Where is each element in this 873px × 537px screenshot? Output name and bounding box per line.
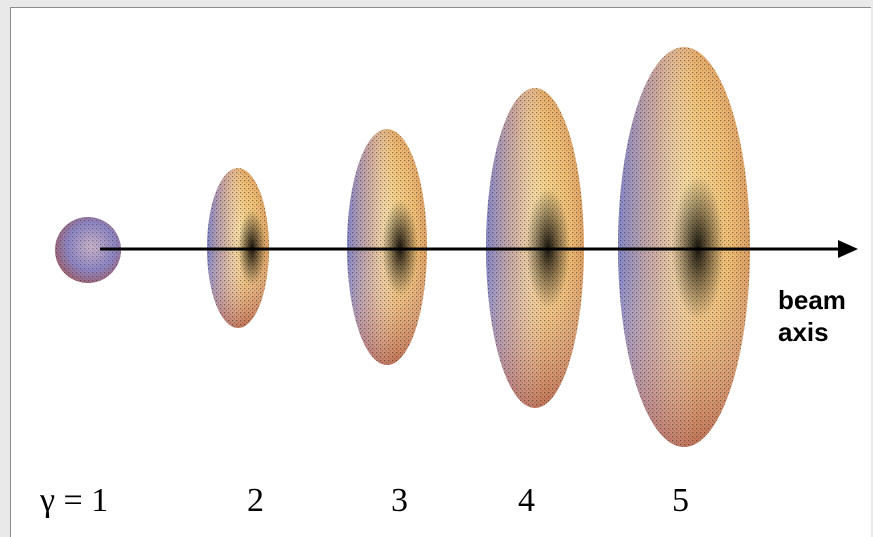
beam-axis-label-line2: axis [778,317,829,347]
beam-axis-label-line1: beam [778,285,846,315]
gamma-label-1: γ = 1 [40,482,109,519]
gamma-label-5: 5 [672,482,689,519]
gamma-label-4: 4 [518,482,535,519]
ellipsoid-gamma-5 [618,47,750,447]
ellipsoid-gamma-3 [347,129,427,365]
ellipsoid-gamma-1 [55,217,121,283]
gamma-label-3: 3 [391,482,408,519]
beam-axis-arrow [100,240,858,258]
beam-axis-label: beam axis [778,284,846,348]
gamma-label-2: 2 [247,482,264,519]
